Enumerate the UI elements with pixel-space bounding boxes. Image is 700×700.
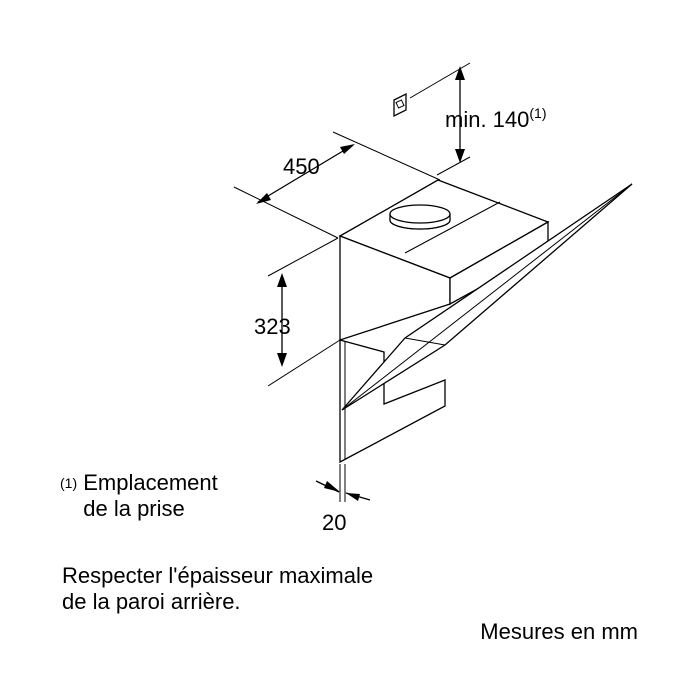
height-dimension: 323 [254,237,341,387]
air-outlet-collar [389,204,451,230]
panel-thickness-label: 20 [322,510,346,535]
footnote-text: Emplacement de la prise [83,470,218,522]
instruction-text: Respecter l'épaisseur maximale de la par… [62,563,373,615]
depth-dimension: 450 [233,131,441,239]
depth-label: 450 [283,154,320,179]
footnote-marker: (1) [60,475,78,491]
units-note: Mesures en mm [480,619,638,644]
footnote-line-2: de la prise [83,496,185,521]
cooker-hood-body [338,179,633,464]
socket-height-label: min. 140(1) [445,105,547,132]
height-label: 323 [254,314,291,339]
socket-height-dimension: min. 140(1) [409,62,547,176]
instruction-line-1: Respecter l'épaisseur maximale [62,563,374,588]
footnote-line-1: Emplacement [83,470,218,495]
footnote: (1) Emplacement de la prise [60,470,218,522]
instruction-line-2: de la paroi arrière. [62,589,241,614]
panel-thickness-dimension: 20 [315,464,371,535]
power-socket-icon [393,92,407,118]
